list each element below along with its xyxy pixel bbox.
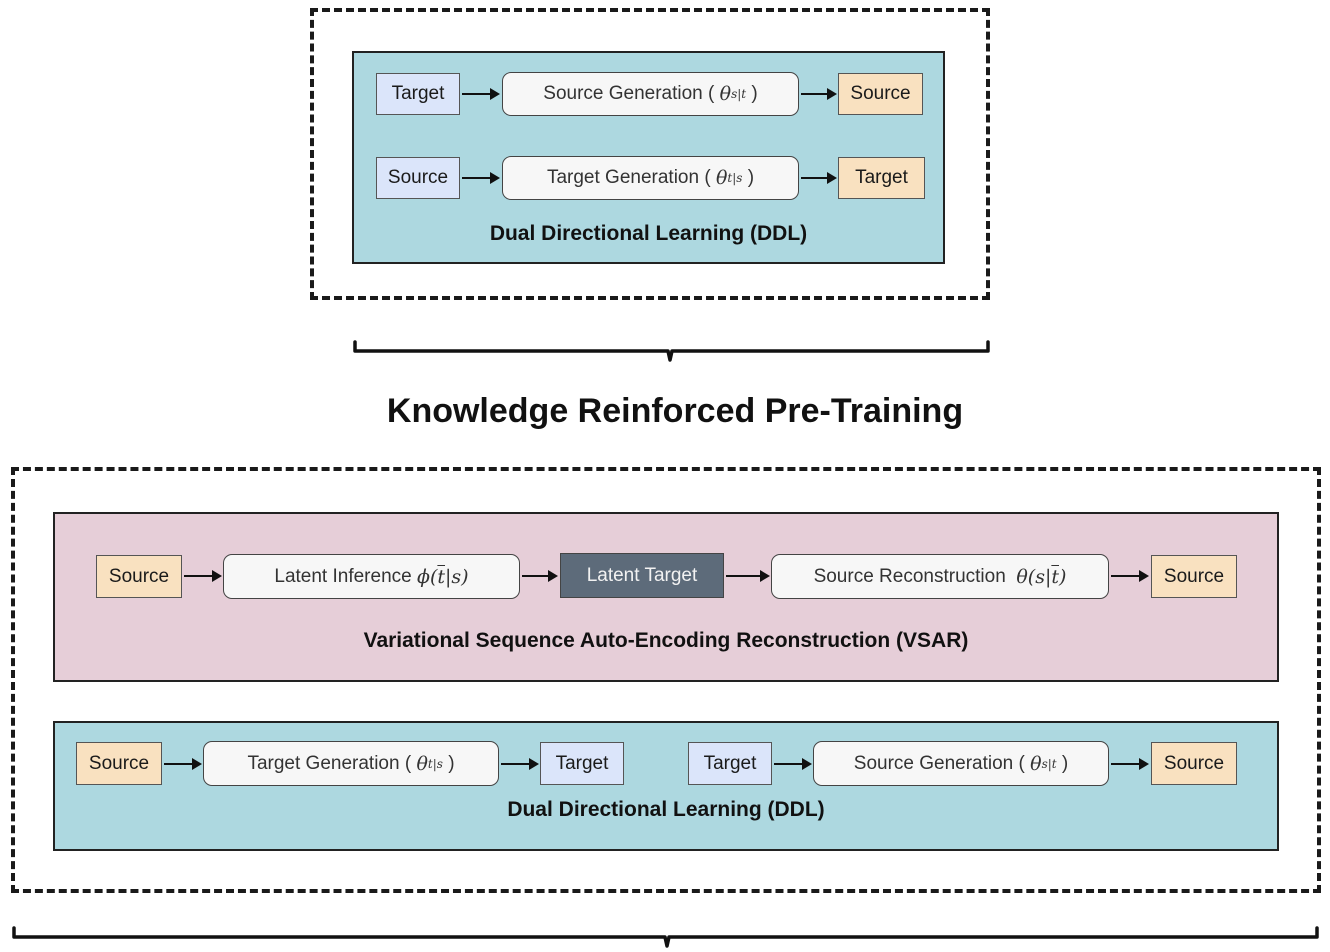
top-row1-theta: θ [719,83,732,105]
top-row2-arrow-2 [801,172,837,184]
bottom-ddl-right-arrow-2 [1111,758,1149,770]
bottom-curly-brace [12,926,1319,948]
top-row2-theta: θ [715,167,728,189]
vsar-label: Variational Sequence Auto-Encoding Recon… [363,629,969,652]
bottom-ddl-left-theta: θ [416,752,428,775]
top-ddl-label: Dual Directional Learning (DDL) [489,222,808,245]
top-row1-arrow-1 [462,88,500,100]
bottom-ddl-right-source-output: Source [1151,742,1237,785]
top-dashed-group [310,8,990,300]
vsar-arrow-1 [184,570,222,582]
bottom-ddl-label: Dual Directional Learning (DDL) [507,798,825,821]
bottom-ddl-right-target-input: Target [688,742,772,785]
bottom-ddl-right-process-label: Source Generation ( [853,752,1025,774]
top-row2-source-input: Source [376,157,460,199]
section-title: Knowledge Reinforced Pre-Training [386,392,964,430]
top-curly-brace [353,340,990,362]
bottom-ddl-left-process-close: ) [448,752,455,774]
vsar-source-output: Source [1151,555,1237,598]
top-row1-source-output: Source [838,73,923,115]
vsar-inference-math-pre: ϕ( [417,565,438,588]
top-row1-arrow-2 [801,88,837,100]
vsar-source-reconstruction: Source Reconstruction θ(s|t) [771,554,1109,599]
top-row2-target-output: Target [838,157,925,199]
bottom-ddl-left-target-output: Target [540,742,624,785]
bottom-ddl-left-arrow-2 [501,758,539,770]
bottom-dashed-group [11,467,1321,893]
vsar-reconstruction-math-post: ) [1059,565,1067,588]
top-row2-process-label: Target Generation ( [546,167,711,188]
bottom-ddl-left-source-input: Source [76,742,162,785]
top-row1-process-label: Source Generation ( [543,83,715,104]
bottom-ddl-right-process-close: ) [1061,752,1069,774]
top-row1-subscript: s|t [731,87,747,101]
vsar-reconstruction-math-pre: θ(s| [1016,565,1052,588]
top-row1-process-close: ) [751,83,758,104]
bottom-ddl-right-arrow-1 [774,758,812,770]
bottom-ddl-right-theta: θ [1030,752,1042,775]
vsar-reconstruction-label: Source Reconstruction [813,565,1006,587]
vsar-inference-math-post: |s) [445,565,469,588]
bottom-ddl-left-arrow-1 [164,758,202,770]
vsar-inference-label: Latent Inference [274,565,412,587]
vsar-reconstruction-math-bar: t [1051,565,1059,588]
bottom-ddl-left-subscript: t|s [427,756,443,771]
top-row2-process-close: ) [747,167,755,188]
vsar-inference-math-bar: t [437,565,446,588]
top-row1-target-input: Target [376,73,460,115]
top-row2-arrow-1 [462,172,500,184]
vsar-latent-inference: Latent Inference ϕ(t|s) [223,554,520,599]
vsar-arrow-2 [522,570,558,582]
vsar-arrow-3 [726,570,770,582]
vsar-latent-target: Latent Target [560,553,724,598]
bottom-ddl-left-process-label: Target Generation ( [247,752,412,774]
top-row2-subscript: t|s [727,171,743,185]
vsar-arrow-4 [1111,570,1149,582]
bottom-ddl-right-subscript: s|t [1041,756,1057,771]
vsar-source-input: Source [96,555,182,598]
